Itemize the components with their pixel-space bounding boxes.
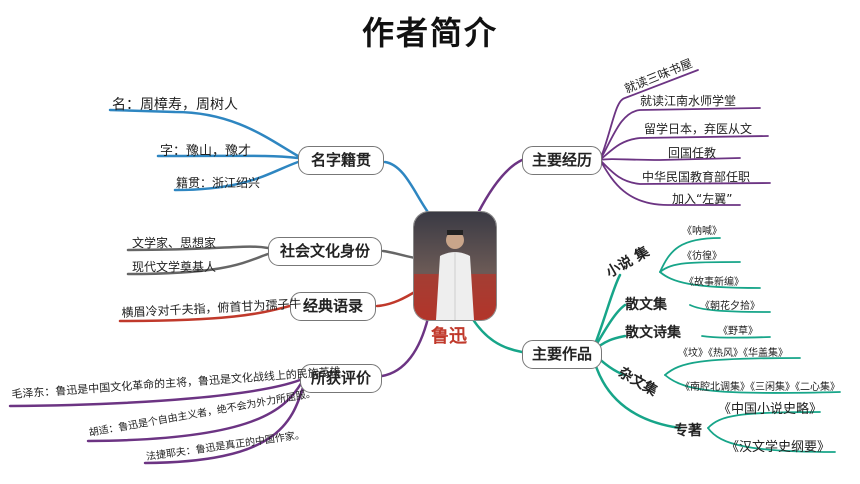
work-zawen-2: 《南腔北调集》《三闲集》《二心集》 [680,382,840,393]
category-sanwenshi: 散文诗集 [625,325,681,341]
work-zhaohuaxishi: 《朝花夕拾》 [700,301,760,312]
work-zawen-1: 《坟》《热风》《华盖集》 [678,348,788,359]
branch-pingjia[interactable]: 所获评价 [300,364,382,393]
leaf-shehui-1: 文学家、思想家 [132,236,217,250]
category-sanwen: 散文集 [625,297,667,313]
branch-jingdian[interactable]: 经典语录 [290,292,376,321]
connector-pingjia-3 [143,382,306,465]
connector-shehui-2 [126,252,270,276]
connector-mingzi-2 [156,154,300,160]
leaf-jingli-5: 中华民国教育部任职 [642,170,751,184]
portrait-image [413,211,497,321]
branch-shehui[interactable]: 社会文化身份 [268,237,382,266]
connector-shehui-1 [126,245,270,252]
leaf-mingzi-zi: 字：豫山，豫才 [160,144,252,159]
leaf-jingli-2: 就读江南水师学堂 [640,94,737,108]
branch-jingli[interactable]: 主要经历 [522,146,602,175]
portrait-icon [414,212,496,320]
connector-shehui [381,249,417,260]
work-yecao: 《野草》 [718,326,758,337]
branch-zuopin[interactable]: 主要作品 [522,340,602,369]
connector-jingli [476,158,524,215]
connector-pingjia-1 [8,378,302,408]
work-zhongguoxiaoshuo: 《中国小说史略》 [718,402,823,417]
leaf-jingli-3: 留学日本，弃医从文 [644,122,753,136]
connector-pingjia [380,316,430,378]
leaf-mingzi-jiguan: 籍贯：浙江绍兴 [176,176,261,190]
work-panghuang: 《彷徨》 [682,251,722,262]
leaf-shehui-2: 现代文学奠基人 [132,260,217,274]
connector-zuopin [470,316,524,354]
leaf-jingli-6: 加入“左翼” [672,192,733,206]
branch-mingzi[interactable]: 名字籍贯 [298,146,384,175]
center-label: 鲁迅 [431,326,467,347]
connector-mingzi-3 [173,160,300,192]
connector-jingdian [375,288,420,308]
category-zhuanzhu: 专著 [674,423,702,439]
page-title: 作者简介 [361,14,498,52]
work-hanwenxue: 《汉文学史纲要》 [726,440,831,455]
connector-pingjia-2 [86,380,304,443]
leaf-mingzi-name: 名：周樟寿，周树人 [112,97,238,113]
work-gushixinbian: 《故事新编》 [684,277,744,288]
connector-jingdian-1 [118,304,292,323]
leaf-jingli-4: 回国任教 [668,146,717,160]
connector-mingzi-1 [108,108,300,158]
work-nahan: 《呐喊》 [682,226,722,237]
connector-mingzi [383,160,432,217]
